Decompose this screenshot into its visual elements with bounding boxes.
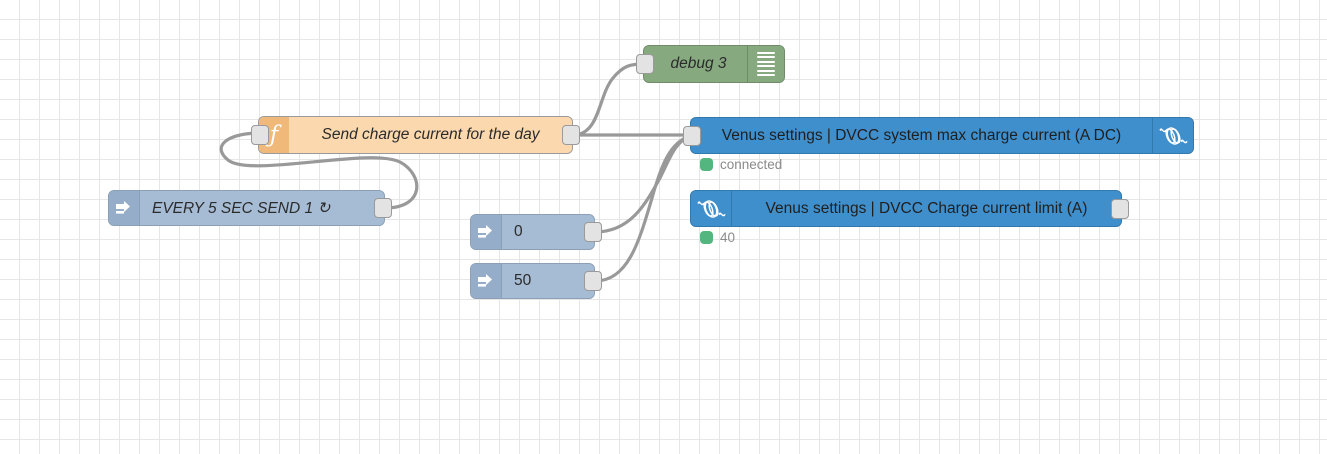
victron-max-status-text: connected xyxy=(720,157,783,172)
function-output-port[interactable] xyxy=(562,125,580,145)
victron-limit-status-text: 40 xyxy=(720,230,736,245)
inject-zero-output-port[interactable] xyxy=(584,222,602,242)
wire-function-to-debug xyxy=(571,62,645,137)
victron-logo-icon xyxy=(1152,118,1193,153)
inject-every-node-body: EVERY 5 SEC SEND 1 ↻ xyxy=(109,191,384,225)
debug-node-body: debug 3 xyxy=(644,46,784,82)
victron-limit-node-body: Venus settings | DVCC Charge current lim… xyxy=(691,191,1121,226)
inject-every-output-port[interactable] xyxy=(374,198,392,218)
node-inject-every-5-sec[interactable]: EVERY 5 SEC SEND 1 ↻ xyxy=(86,190,392,227)
victron-limit-output-port[interactable] xyxy=(1111,198,1129,219)
function-node-body: ƒ Send charge current for the day xyxy=(259,117,572,153)
inject-every-node-label: EVERY 5 SEC SEND 1 ↻ xyxy=(152,199,331,217)
inject-arrow-icon xyxy=(109,191,140,225)
wire-inject-fifty-to-victron-max xyxy=(593,134,692,283)
node-inject-zero[interactable]: 0 xyxy=(448,214,602,251)
node-victron-charge-current-limit[interactable]: Venus settings | DVCC Charge current lim… xyxy=(690,190,1129,227)
inject-arrow-icon xyxy=(471,264,502,298)
debug-node-label: debug 3 xyxy=(670,55,727,72)
victron-logo-icon xyxy=(691,191,732,226)
inject-arrow-icon xyxy=(471,215,502,249)
status-dot-icon xyxy=(700,158,713,171)
inject-fifty-node-body: 50 xyxy=(471,264,594,298)
inject-zero-node-label: 0 xyxy=(514,223,523,240)
node-function[interactable]: ƒ Send charge current for the day xyxy=(251,116,580,154)
inject-zero-node-body: 0 xyxy=(471,215,594,249)
wire-inject-zero-to-victron-max xyxy=(593,134,692,234)
victron-max-status: connected xyxy=(700,157,782,172)
function-input-port[interactable] xyxy=(251,125,269,145)
victron-max-node-label: Venus settings | DVCC system max charge … xyxy=(721,126,1122,144)
inject-fifty-node-label: 50 xyxy=(514,272,532,289)
node-debug[interactable]: debug 3 xyxy=(636,45,807,83)
debug-input-port[interactable] xyxy=(636,54,654,74)
node-victron-max-charge-current[interactable]: Venus settings | DVCC system max charge … xyxy=(683,117,1194,154)
victron-max-node-body: Venus settings | DVCC system max charge … xyxy=(691,118,1193,153)
node-inject-fifty[interactable]: 50 xyxy=(448,263,602,300)
inject-fifty-output-port[interactable] xyxy=(584,271,602,291)
status-dot-icon xyxy=(700,231,713,244)
debug-lines-icon xyxy=(747,46,784,82)
function-node-label: Send charge current for the day xyxy=(321,126,540,143)
victron-max-input-port[interactable] xyxy=(683,125,701,146)
victron-limit-node-label: Venus settings | DVCC Charge current lim… xyxy=(765,199,1088,217)
victron-limit-status: 40 xyxy=(700,230,735,245)
